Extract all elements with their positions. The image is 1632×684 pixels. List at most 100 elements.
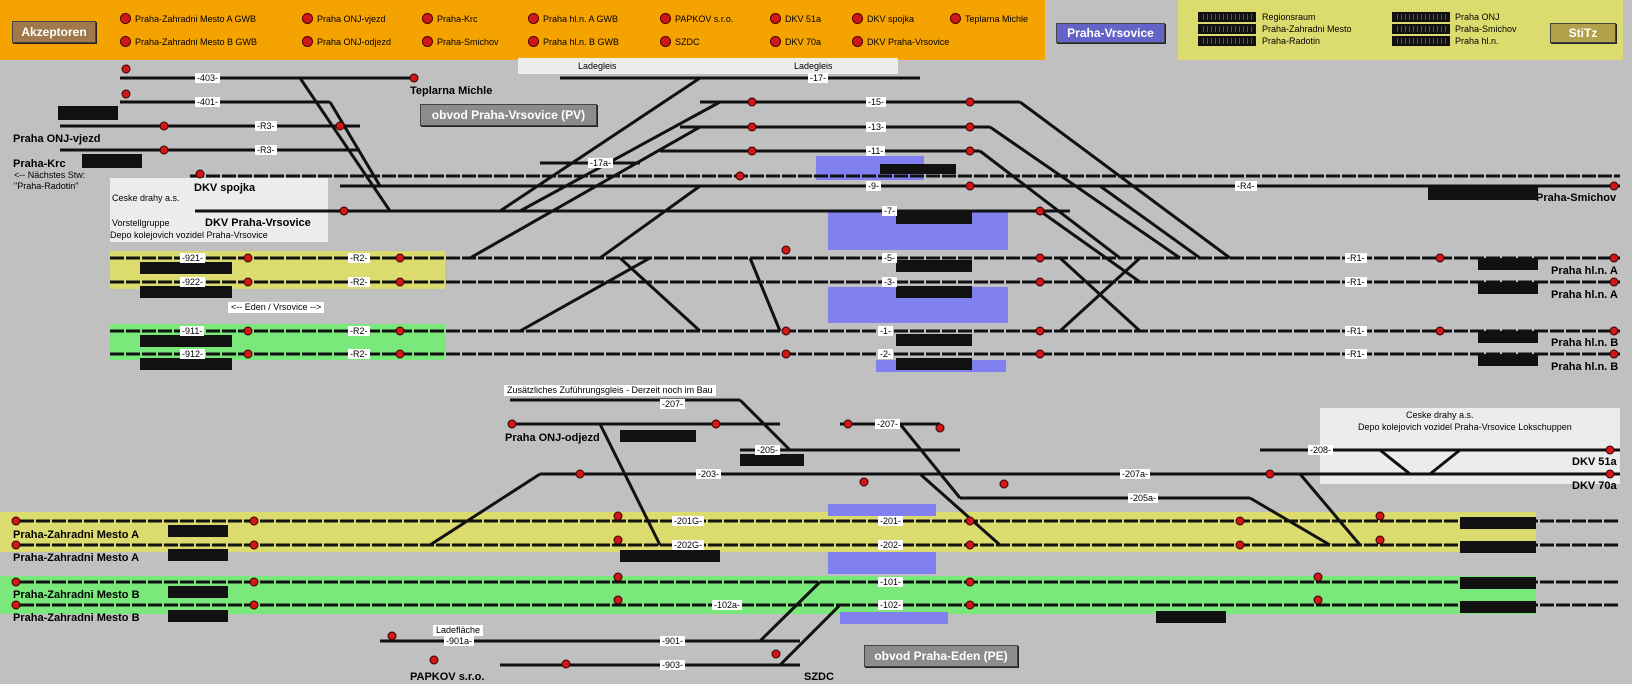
track-label: -201- (878, 516, 904, 526)
acceptor-dkv70a[interactable]: DKV 70a (770, 36, 821, 47)
track-label: -901- (660, 636, 686, 646)
depot-area (1320, 408, 1620, 484)
stitz-indicator (1198, 12, 1256, 22)
signal-dot-icon (528, 13, 539, 24)
acceptor-panel (0, 0, 1045, 60)
depo-label: Depo kolejovich vozidel Praha-Vrsovice L… (1358, 422, 1572, 432)
akzeptoren-button[interactable]: Akzeptoren (12, 21, 96, 43)
place-papkov: PAPKOV s.r.o. (410, 671, 485, 683)
place-hln-b: Praha hl.n. B (1551, 361, 1619, 373)
ladegleis-label: Ladegleis (794, 61, 833, 71)
track-label: -R2- (348, 326, 370, 336)
signal-dot-icon (422, 36, 433, 47)
place-onj-odjezd: Praha ONJ-odjezd (505, 432, 600, 444)
platform (828, 552, 936, 574)
station-button[interactable]: Praha-Vrsovice (1056, 23, 1165, 43)
signal-dot-icon (660, 13, 671, 24)
place-zm-a: Praha-Zahradni Mesto A (13, 552, 140, 564)
track-label: -205a- (1128, 493, 1159, 503)
track-label: -102a- (712, 600, 743, 610)
track-label: -R2- (348, 349, 370, 359)
track-label: -5- (882, 253, 897, 263)
acceptor-dkv-vrsovice[interactable]: DKV Praha-Vrsovice (852, 36, 949, 47)
track-label: -403- (195, 73, 221, 83)
signal-dot-icon (528, 36, 539, 47)
place-hln-a: Praha hl.n. A (1551, 265, 1618, 277)
vorstell-label: Vorstellgruppe (112, 218, 170, 228)
place-szdc: SZDC (804, 671, 834, 683)
track-label: -3- (882, 277, 897, 287)
ladegleis-area (518, 58, 898, 74)
acceptor-papkov[interactable]: PAPKOV s.r.o. (660, 13, 733, 24)
place-dkv-spojka: DKV spojka (194, 182, 256, 194)
signal-dot-icon (660, 36, 671, 47)
acceptor-dkv-spojka[interactable]: DKV spojka (852, 13, 914, 24)
track-label: -202G- (672, 540, 705, 550)
track-label: -R3- (255, 145, 277, 155)
signal-dot-icon (302, 13, 313, 24)
signal-dot-icon (120, 36, 131, 47)
radotin-label: "Praha-Radotin" (14, 181, 79, 191)
track-label: -912- (180, 349, 206, 359)
acceptor-hln-b-gwb[interactable]: Praha hl.n. B GWB (528, 36, 619, 47)
ladegleis-label: Ladegleis (578, 61, 617, 71)
track-label: -15- (866, 97, 887, 107)
track-label: -R1- (1345, 326, 1367, 336)
track-label: -207- (660, 399, 686, 409)
zufuehrung-label: Zusätzliches Zuführungsgleis - Derzeit n… (504, 385, 716, 396)
track-label: -R2- (348, 253, 370, 263)
acceptor-onj-vjezd[interactable]: Praha ONJ-vjezd (302, 13, 386, 24)
obvod-pv-header: obvod Praha-Vrsovice (PV) (420, 104, 597, 126)
naechstes-label: <-- Nächstes Stw: (14, 170, 86, 180)
acceptor-teplarna[interactable]: Teplarna Michle (950, 13, 1028, 24)
track-label: -901a- (444, 636, 475, 646)
track-label: -401- (195, 97, 221, 107)
ladeflaeche-label: Ladefläche (433, 625, 484, 636)
place-dkv-vrsovice: DKV Praha-Vrsovice (205, 217, 311, 229)
place-dkv51a: DKV 51a (1572, 456, 1617, 468)
acceptor-szdc[interactable]: SZDC (660, 36, 700, 47)
place-onj-vjezd: Praha ONJ-vjezd (13, 133, 101, 145)
signal-dot-icon (120, 13, 131, 24)
stitz-label: Praha ONJ (1455, 12, 1500, 22)
stitz-label: Regionsraum (1262, 12, 1316, 22)
acceptor-smichov[interactable]: Praha-Smichov (422, 36, 499, 47)
stitz-indicator (1392, 12, 1450, 22)
track-label: -17a- (588, 158, 614, 168)
place-teplarna: Teplarna Michle (410, 85, 493, 97)
acceptor-onj-odjezd[interactable]: Praha ONJ-odjezd (302, 36, 391, 47)
signal-dot-icon (422, 13, 433, 24)
place-zm-b: Praha-Zahradni Mesto B (13, 612, 140, 624)
stitz-button[interactable]: StiTz (1550, 23, 1616, 43)
place-dkv70a: DKV 70a (1572, 480, 1617, 492)
track-label: -R2- (348, 277, 370, 287)
track-label: -903- (660, 660, 686, 670)
place-krc: Praha-Krc (13, 158, 66, 170)
place-zm-b: Praha-Zahradni Mesto B (13, 589, 140, 601)
stitz-label: Praha hl.n. (1455, 36, 1499, 46)
stitz-label: Praha-Radotin (1262, 36, 1321, 46)
place-zm-a: Praha-Zahradni Mesto A (13, 529, 140, 541)
track-label: -101- (878, 577, 904, 587)
track-label: -17- (808, 73, 829, 83)
acceptor-zm-a-gwb[interactable]: Praha-Zahradni Mesto A GWB (120, 13, 256, 24)
signal-dot-icon (852, 13, 863, 24)
track-label: -13- (866, 122, 887, 132)
track-label: -R1- (1345, 277, 1367, 287)
signal-dot-icon (770, 36, 781, 47)
track-label: -201G- (672, 516, 705, 526)
acceptor-dkv51a[interactable]: DKV 51a (770, 13, 821, 24)
track-label: -7- (882, 206, 897, 216)
track-label: -208- (1308, 445, 1334, 455)
acceptor-krc[interactable]: Praha-Krc (422, 13, 478, 24)
track-label: -921- (180, 253, 206, 263)
track-label: -205- (755, 445, 781, 455)
track-label: -207a- (1120, 469, 1151, 479)
place-hln-a: Praha hl.n. A (1551, 289, 1618, 301)
stitz-label: Praha-Zahradni Mesto (1262, 24, 1352, 34)
depo-label: Depo kolejovich vozidel Praha-Vrsovice (110, 230, 268, 240)
acceptor-zm-b-gwb[interactable]: Praha-Zahradni Mesto B GWB (120, 36, 257, 47)
acceptor-hln-a-gwb[interactable]: Praha hl.n. A GWB (528, 13, 618, 24)
place-smichov: Praha-Smichov (1536, 192, 1617, 204)
